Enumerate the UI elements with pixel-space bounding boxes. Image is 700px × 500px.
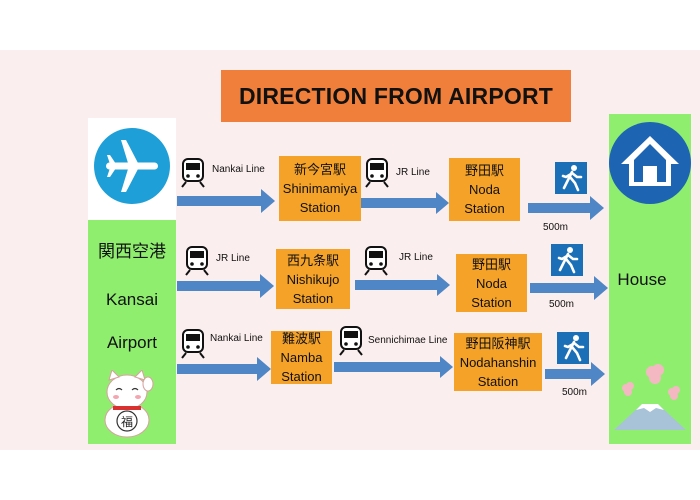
page-title: DIRECTION FROM AIRPORT: [238, 82, 554, 109]
title-box: DIRECTION FROM AIRPORT: [221, 70, 571, 122]
route-2-arrow-2: [355, 274, 450, 296]
walking-person-icon: [551, 244, 583, 276]
route-1-first-line: Nankai Line: [212, 164, 265, 175]
route-1-arrow-2: [361, 192, 449, 214]
route-2-walk-distance: 500m: [549, 299, 575, 310]
route-3-transfer-jp: 難波駅: [281, 331, 321, 346]
route-2-transfer-en2: Station: [292, 290, 334, 306]
route-2-transfer-station: 西九条駅 Nishikujo Station: [276, 249, 350, 309]
walking-person-icon: [557, 332, 589, 364]
origin-icon-box: [88, 118, 176, 220]
route-2-final-station: 野田駅 Noda Station: [456, 254, 527, 312]
train-icon: [181, 329, 205, 359]
route-1-final-jp: 野田駅: [464, 163, 504, 178]
route-2-final-jp: 野田駅: [471, 256, 511, 272]
origin-name-en-2: Airport: [106, 333, 158, 352]
route-2-first-line: JR Line: [216, 253, 250, 264]
lucky-cat-illustration: 福: [104, 370, 154, 438]
origin-name-jp: 関西空港: [98, 242, 166, 261]
route-2-final-en1: Noda: [475, 275, 508, 291]
route-3-walk-arrow: [545, 362, 605, 386]
route-3-final-station: 野田阪神駅 Nodahanshin Station: [454, 333, 542, 391]
route-3-arrow-1: [177, 357, 271, 381]
route-3-second-line: Sennichimae Line: [368, 335, 448, 346]
route-2-arrow-1: [177, 274, 274, 298]
route-3-arrow-2: [334, 356, 453, 378]
route-1-transfer-en2: Station: [299, 200, 341, 215]
route-1-transfer-station: 新今宮駅 Shinimamiya Station: [279, 156, 361, 221]
route-2-transfer-en1: Nishikujo: [286, 271, 340, 287]
route-1-transfer-en1: Shinimamiya: [282, 181, 358, 196]
route-2-walk-arrow: [530, 276, 608, 300]
route-1-walk-arrow: [528, 196, 604, 220]
route-3-walk-distance: 500m: [562, 387, 588, 398]
route-3-final-en2: Station: [477, 373, 519, 389]
route-1-transfer-jp: 新今宮駅: [293, 162, 346, 177]
origin-name-en-1: Kansai: [106, 290, 158, 309]
house-icon: [609, 122, 691, 204]
route-2-final-en2: Station: [471, 294, 512, 310]
train-icon: [339, 326, 363, 356]
train-icon: [185, 246, 209, 276]
route-3-first-line: Nankai Line: [210, 333, 263, 344]
route-1-final-en2: Station: [464, 201, 505, 216]
destination-name: House: [617, 270, 667, 289]
route-3-transfer-en1: Namba: [280, 350, 323, 365]
route-3-transfer-en2: Station: [281, 369, 322, 384]
train-icon: [181, 158, 205, 188]
route-2-second-line: JR Line: [399, 252, 433, 263]
train-icon: [365, 158, 389, 188]
route-1-arrow-1: [177, 189, 275, 213]
airplane-icon: [94, 128, 170, 204]
mount-fuji-illustration: [614, 364, 686, 430]
route-2-transfer-jp: 西九条駅: [286, 252, 339, 268]
route-1-walk-distance: 500m: [543, 222, 569, 233]
route-1-final-station: 野田駅 Noda Station: [449, 158, 520, 221]
route-3-final-jp: 野田阪神駅: [465, 335, 531, 351]
route-1-second-line: JR Line: [396, 167, 430, 178]
svg-text:福: 福: [121, 414, 133, 429]
route-3-transfer-station: 難波駅 Namba Station: [271, 331, 332, 384]
route-1-final-en1: Noda: [468, 182, 501, 197]
walking-person-icon: [555, 162, 587, 194]
route-3-final-en1: Nodahanshin: [459, 354, 537, 370]
train-icon: [364, 246, 388, 276]
